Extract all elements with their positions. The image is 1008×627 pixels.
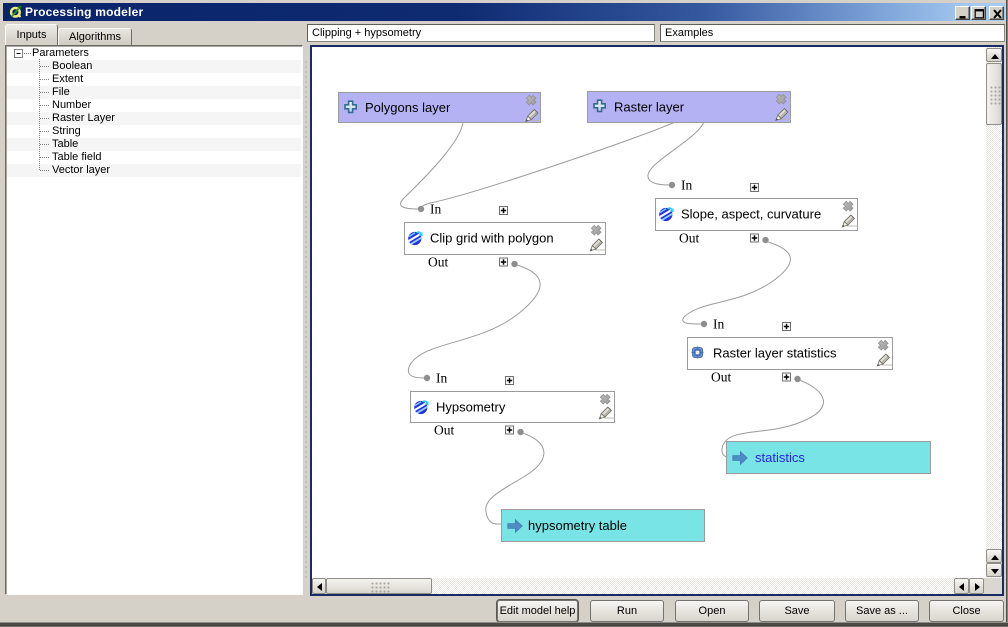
svg-text:In: In	[681, 178, 692, 193]
svg-text:Out: Out	[428, 255, 448, 270]
svg-text:Raster layer statistics: Raster layer statistics	[713, 346, 837, 361]
svg-text:In: In	[430, 202, 441, 217]
svg-text:hypsometry table: hypsometry table	[528, 518, 627, 533]
svg-text:Out: Out	[679, 231, 699, 246]
svg-text:Out: Out	[711, 370, 731, 385]
svg-text:Raster layer: Raster layer	[614, 100, 685, 115]
svg-text:Clip grid with polygon: Clip grid with polygon	[430, 231, 554, 246]
svg-text:In: In	[713, 317, 724, 332]
svg-text:Slope, aspect, curvature: Slope, aspect, curvature	[681, 207, 821, 222]
svg-text:Polygons layer: Polygons layer	[365, 100, 451, 115]
svg-text:Out: Out	[434, 423, 454, 438]
svg-text:In: In	[436, 371, 447, 386]
svg-text:Hypsometry: Hypsometry	[436, 400, 506, 415]
svg-text:statistics: statistics	[755, 450, 805, 465]
